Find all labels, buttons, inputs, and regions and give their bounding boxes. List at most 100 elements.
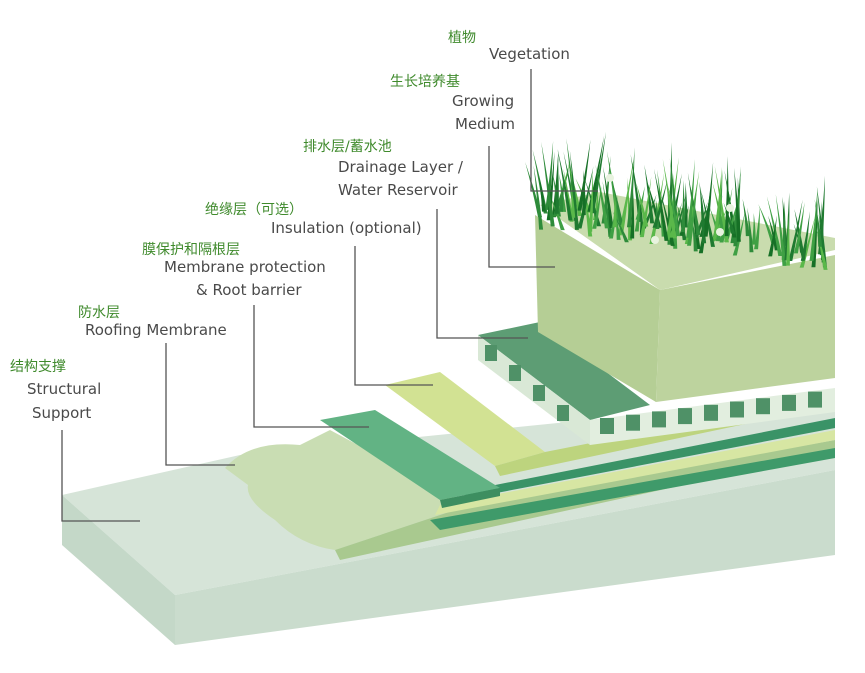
grass-blade bbox=[734, 167, 741, 242]
grass-blade bbox=[588, 170, 594, 232]
grass-blade bbox=[608, 195, 618, 239]
drainage-cell bbox=[808, 391, 822, 408]
grass-blade bbox=[811, 196, 818, 268]
grass-blade bbox=[751, 213, 756, 245]
label-membrane-protection-zh: 膜保护和隔根层 bbox=[142, 242, 240, 258]
label-drainage-2: Water Reservoir bbox=[338, 181, 458, 199]
drainage-cell bbox=[533, 385, 545, 401]
drainage-cell bbox=[756, 398, 770, 415]
grass-blade bbox=[619, 193, 628, 232]
leader-membrane-protection bbox=[253, 305, 369, 428]
grass-blade bbox=[611, 177, 624, 226]
leader-vegetation bbox=[530, 69, 598, 192]
drainage-cell bbox=[782, 394, 796, 411]
drainage-cell bbox=[626, 414, 640, 431]
grass-blade bbox=[775, 194, 787, 266]
grass-blade bbox=[690, 186, 701, 236]
grass-blade bbox=[595, 164, 609, 229]
grass-blade bbox=[612, 192, 617, 228]
label-insulation-zh: 绝缘层（可选） bbox=[205, 202, 303, 218]
grass-blade bbox=[809, 187, 818, 261]
label-drainage-zh: 排水层/蓄水池 bbox=[303, 139, 392, 155]
drainage-cell bbox=[678, 408, 692, 425]
grass-blade bbox=[557, 148, 573, 221]
drainage-cell bbox=[704, 404, 718, 421]
grass-blade bbox=[785, 213, 790, 266]
label-growing-medium-zh: 生长培养基 bbox=[390, 74, 460, 90]
grass-blade bbox=[567, 161, 583, 217]
drainage-layer bbox=[478, 322, 835, 445]
grass-blade bbox=[800, 211, 810, 261]
label-vegetation: Vegetation bbox=[489, 45, 570, 63]
grass-blade bbox=[592, 185, 602, 229]
membrane-protection-layer bbox=[320, 410, 500, 508]
grass-blade bbox=[686, 183, 698, 246]
grass-blade bbox=[563, 168, 574, 222]
grass-blade bbox=[742, 198, 750, 237]
drainage-cells bbox=[485, 345, 822, 434]
grass-blade bbox=[669, 158, 680, 232]
grass-blade bbox=[603, 166, 614, 228]
label-growing-medium-2: Medium bbox=[455, 115, 515, 133]
grass-blade bbox=[533, 165, 544, 230]
grass-blade bbox=[634, 197, 640, 232]
grass-blade bbox=[686, 159, 695, 238]
grass-blade bbox=[667, 185, 681, 237]
label-membrane-protection-2: & Root barrier bbox=[196, 281, 302, 299]
grass-blade bbox=[636, 183, 649, 227]
grass-blade bbox=[814, 199, 823, 247]
grass-blade bbox=[626, 147, 635, 228]
vegetation-grass bbox=[525, 131, 828, 270]
grass-blade bbox=[662, 158, 677, 239]
grass-blade bbox=[541, 141, 555, 227]
grass-blade bbox=[766, 196, 783, 257]
grass-blade bbox=[747, 207, 754, 253]
flower-icon bbox=[726, 204, 734, 212]
label-structural-support-1: Structural bbox=[27, 380, 102, 398]
grass-blade bbox=[538, 174, 546, 212]
flower-icon bbox=[716, 228, 724, 236]
drainage-cell bbox=[652, 411, 666, 428]
label-membrane-protection-1: Membrane protection bbox=[164, 258, 326, 276]
label-roofing-membrane: Roofing Membrane bbox=[85, 321, 227, 339]
label-roofing-membrane-zh: 防水层 bbox=[78, 305, 120, 321]
grass-blade bbox=[758, 203, 776, 243]
grass-blade bbox=[558, 176, 564, 212]
grass-blade bbox=[768, 215, 777, 257]
grass-blade bbox=[818, 175, 826, 255]
grass-blade bbox=[630, 183, 635, 239]
grass-blade bbox=[581, 169, 586, 216]
grass-blade bbox=[724, 156, 729, 237]
grass-blade bbox=[569, 150, 579, 230]
drainage-cell bbox=[557, 405, 569, 421]
grass-blade bbox=[699, 181, 706, 230]
grass-blade bbox=[730, 171, 741, 244]
base-stripes bbox=[430, 418, 835, 530]
label-structural-support-2: Support bbox=[32, 404, 92, 422]
leader-drainage bbox=[436, 209, 528, 339]
grass-blade bbox=[601, 155, 611, 224]
grass-blade bbox=[754, 206, 760, 250]
leader-lines bbox=[61, 69, 598, 522]
flower-icon bbox=[606, 174, 614, 182]
grass-blade bbox=[554, 156, 559, 214]
grass-blade bbox=[793, 202, 805, 254]
flower-icon bbox=[651, 236, 659, 244]
grass-blade bbox=[781, 200, 786, 260]
grass-blade bbox=[703, 162, 714, 237]
label-growing-medium-1: Growing bbox=[452, 92, 515, 110]
drainage-cell bbox=[485, 345, 497, 361]
label-structural-support-zh: 结构支撑 bbox=[10, 359, 66, 375]
label-vegetation-zh: 植物 bbox=[448, 30, 476, 46]
label-insulation: Insulation (optional) bbox=[271, 219, 422, 237]
grass-blade bbox=[668, 206, 680, 238]
leader-insulation bbox=[354, 246, 433, 386]
leader-roofing-membrane bbox=[165, 343, 235, 466]
drainage-cell bbox=[600, 418, 614, 434]
drainage-cell bbox=[509, 365, 521, 381]
leader-growing-medium bbox=[488, 146, 555, 268]
leader-structural-support bbox=[61, 430, 140, 522]
grass-blade bbox=[681, 179, 686, 233]
